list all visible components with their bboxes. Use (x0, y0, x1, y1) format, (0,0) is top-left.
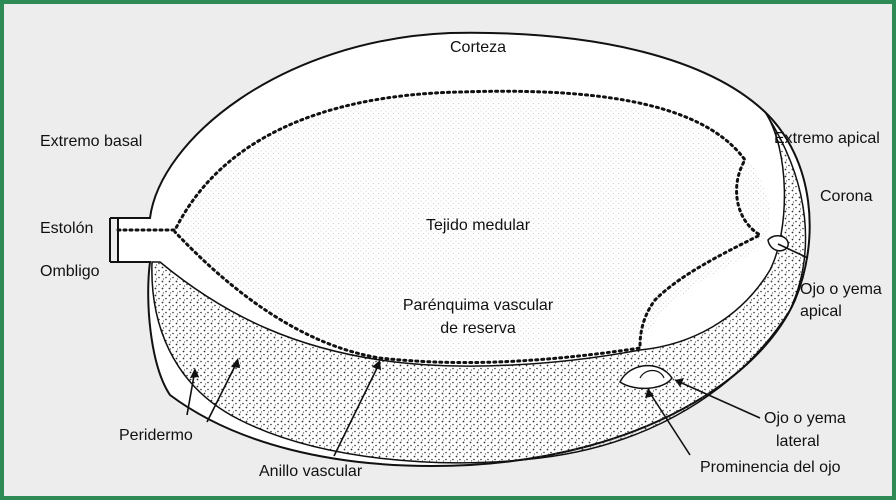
label-parenquima-2: de reserva (440, 319, 516, 338)
label-corteza: Corteza (450, 38, 506, 57)
label-ombligo: Ombligo (40, 262, 100, 281)
label-extremo-basal: Extremo basal (40, 132, 142, 151)
label-ojo-apical-2: apical (800, 302, 842, 321)
label-corona: Corona (820, 187, 872, 206)
label-anillo-vascular: Anillo vascular (259, 462, 362, 481)
label-peridermo: Peridermo (119, 426, 193, 445)
label-prominencia: Prominencia del ojo (700, 458, 841, 477)
label-extremo-apical: Extremo apical (774, 129, 880, 148)
label-ojo-lateral-1: Ojo o yema (764, 409, 846, 428)
potato-tuber-diagram (4, 4, 892, 496)
label-parenquima-1: Parénquima vascular (403, 296, 553, 315)
label-estolon: Estolón (40, 219, 93, 238)
label-ojo-lateral-2: lateral (776, 432, 820, 451)
label-ojo-apical-1: Ojo o yema (800, 280, 882, 299)
label-tejido-medular: Tejido medular (426, 216, 530, 235)
